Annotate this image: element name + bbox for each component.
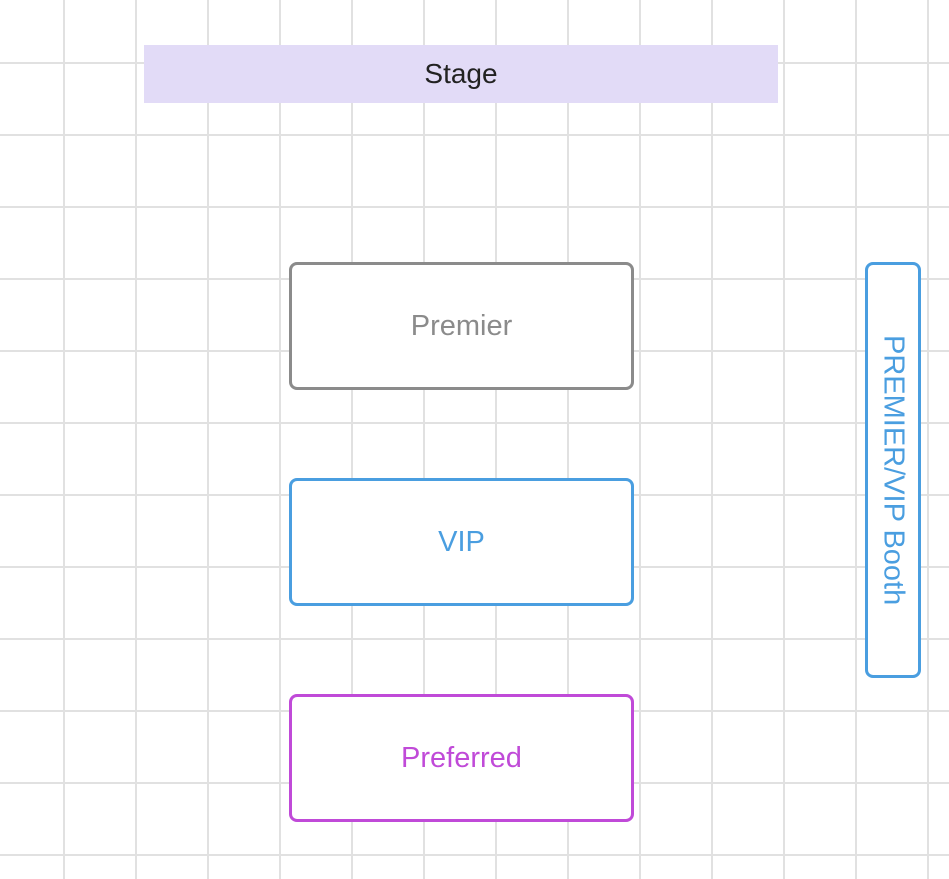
section-preferred-label: Preferred — [401, 741, 522, 774]
section-premier[interactable]: Premier — [289, 262, 634, 390]
section-premier-label: Premier — [410, 309, 513, 342]
section-vip[interactable]: VIP — [289, 478, 634, 606]
stage[interactable]: Stage — [144, 45, 778, 103]
premier-vip-booth[interactable]: PREMIER/VIP Booth — [865, 262, 921, 678]
section-preferred[interactable]: Preferred — [289, 694, 634, 822]
section-vip-label: VIP — [438, 525, 485, 558]
stage-label: Stage — [424, 58, 498, 89]
premier-vip-booth-label: PREMIER/VIP Booth — [877, 334, 910, 606]
